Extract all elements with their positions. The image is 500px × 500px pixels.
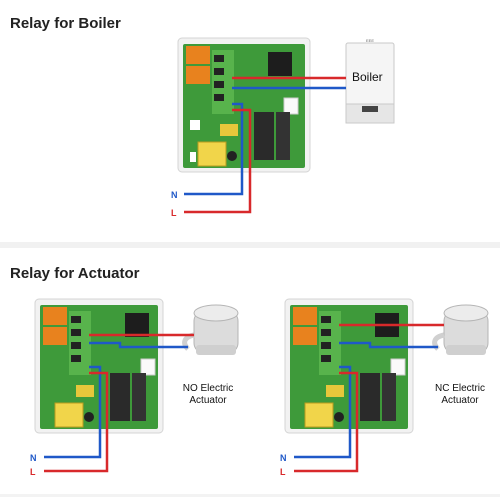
wire-l-label: L <box>30 467 36 477</box>
boiler-label: Boiler <box>352 70 383 84</box>
section-divider <box>0 242 500 248</box>
actuator-label-line2: Actuator <box>189 395 227 406</box>
actuator-device <box>432 304 489 355</box>
wire-l-label: L <box>280 467 286 477</box>
actuator-device <box>182 304 239 355</box>
boiler-unit: ЕЕЕ Boiler <box>345 38 395 124</box>
no-actuator-wiring-diagram: N L NO Electric Actuator <box>30 298 239 477</box>
nc-actuator-wiring-diagram: N L NC Electric Actuator <box>280 298 489 477</box>
chip <box>268 52 292 76</box>
actuator-label-line1: NO Electric <box>183 383 234 394</box>
actuator-label-line1: NC Electric <box>435 383 485 394</box>
wire-l-label: L <box>171 208 177 218</box>
boiler-section-title: Relay for Boiler <box>10 15 121 32</box>
relay-block <box>186 46 210 64</box>
wire-n-label: N <box>280 453 287 463</box>
bottom-divider <box>0 494 500 497</box>
boiler-wiring-diagram: ЕЕЕ Boiler N L <box>171 37 395 218</box>
actuator-section-title: Relay for Actuator <box>10 265 140 282</box>
wire-n-label: N <box>30 453 37 463</box>
boiler-small-text: ЕЕЕ <box>366 38 374 43</box>
relay-block <box>186 66 210 84</box>
thermostat-body <box>177 37 311 173</box>
actuator-label-line2: Actuator <box>441 395 479 406</box>
wire-n-label: N <box>171 190 178 200</box>
